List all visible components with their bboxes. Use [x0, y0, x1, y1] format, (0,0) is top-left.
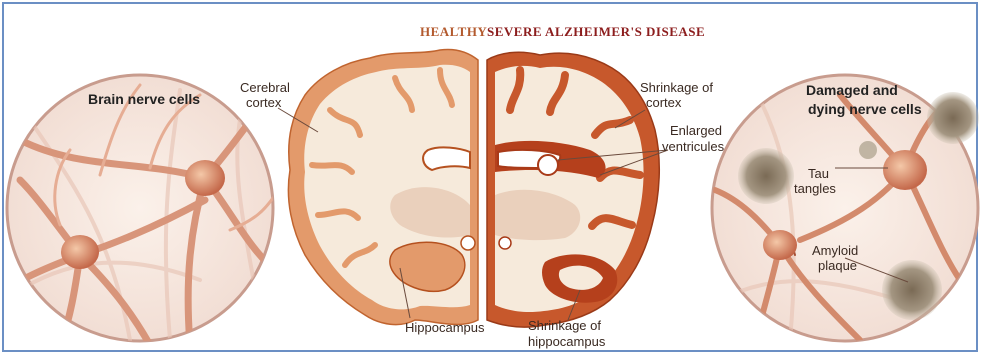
label-enlarged-ventricules-line2: ventricules [662, 139, 725, 154]
label-brain-nerve-cells: Brain nerve cells [88, 91, 200, 107]
healthy-brain-hemisphere [288, 49, 478, 324]
label-shrinkage-hippocampus-line1: Shrinkage of [528, 318, 601, 333]
amyloid-plaque-icon [738, 148, 794, 204]
amyloid-plaque-icon [927, 92, 979, 144]
label-enlarged-ventricules-line1: Enlarged [670, 123, 722, 138]
title-healthy: HEALTHY [420, 24, 487, 39]
label-cerebral-cortex-line1: Cerebral [240, 80, 290, 95]
title-severe: SEVERE ALZHEIMER'S DISEASE [487, 24, 705, 39]
label-shrinkage-hippocampus-line2: hippocampus [528, 334, 606, 349]
label-damaged-line1: Damaged and [806, 82, 898, 98]
label-tau-line2: tangles [794, 181, 836, 196]
label-amyloid-line2: plaque [818, 258, 857, 273]
diseased-brain-hemisphere [487, 52, 659, 327]
label-cerebral-cortex-line2: cortex [246, 95, 282, 110]
label-tau-line1: Tau [808, 166, 829, 181]
amyloid-plaque-icon [882, 260, 942, 320]
label-damaged-line2: dying nerve cells [808, 101, 922, 117]
label-hippocampus: Hippocampus [405, 320, 485, 335]
healthy-neurons-circle [5, 75, 275, 345]
label-shrinkage-cortex-line1: Shrinkage of [640, 80, 713, 95]
label-shrinkage-cortex-line2: cortex [646, 95, 682, 110]
title: HEALTHY SEVERE ALZHEIMER'S DISEASE [420, 24, 705, 39]
label-amyloid-line1: Amyloid [812, 243, 858, 258]
